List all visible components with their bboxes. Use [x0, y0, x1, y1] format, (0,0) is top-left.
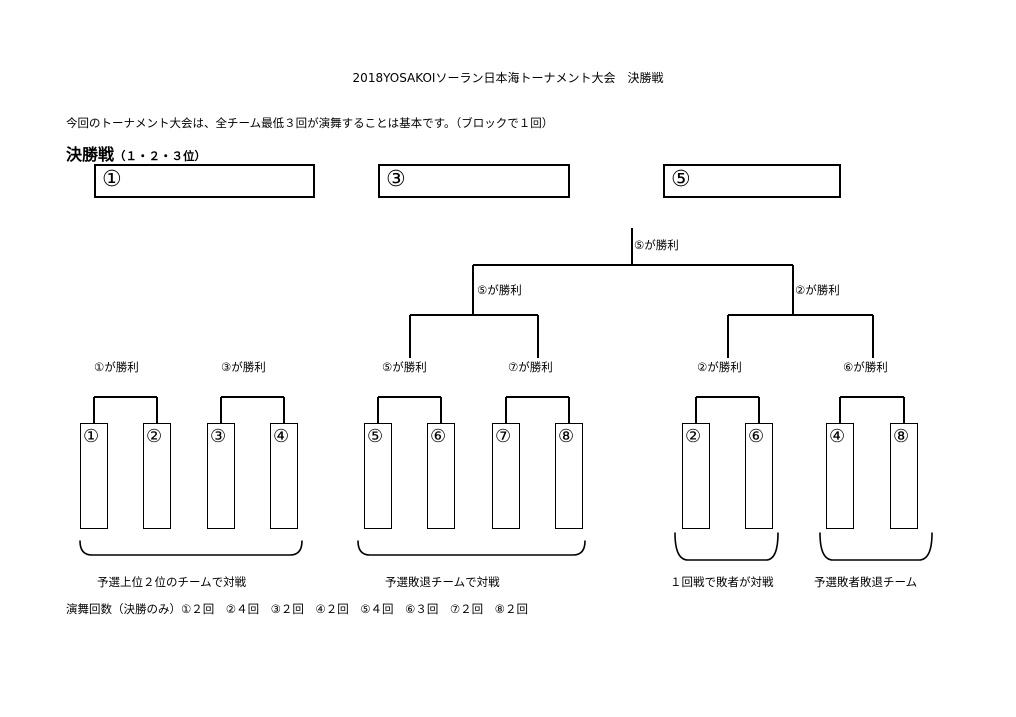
- final-label: 決勝戦: [66, 145, 115, 164]
- rank-box-second: ③: [378, 164, 570, 198]
- team-box: ③: [207, 423, 235, 529]
- page-title: 2018YOSAKOIソーラン日本海トーナメント大会 決勝戦: [352, 71, 664, 85]
- winner-label-semi-right: ②が勝利: [795, 283, 840, 297]
- rank-box-label: ①: [102, 167, 122, 192]
- performance-counts: 演舞回数（決勝のみ）①２回 ②４回 ③２回 ④２回 ⑤４回 ⑥３回 ⑦２回 ⑧２…: [66, 602, 528, 616]
- team-box: ⑦: [492, 423, 520, 529]
- team-box: ⑥: [427, 423, 455, 529]
- winner-label-final: ⑤が勝利: [634, 238, 679, 252]
- team-box: ①: [80, 423, 108, 529]
- team-box: ⑧: [890, 423, 918, 529]
- winner-label-match-4: ⑦が勝利: [508, 360, 553, 374]
- group-label-eliminated: 予選敗者敗退チーム: [814, 575, 918, 589]
- team-box: ⑧: [555, 423, 583, 529]
- group-brace: [79, 540, 303, 556]
- winner-label-match-3: ⑤が勝利: [382, 360, 427, 374]
- team-number: ⑥: [748, 426, 765, 447]
- team-box: ②: [682, 423, 710, 529]
- team-number: ④: [273, 426, 290, 447]
- team-number: ⑧: [558, 426, 575, 447]
- rank-box-first: ①: [94, 164, 315, 198]
- rank-box-third: ⑤: [663, 164, 841, 198]
- team-box: ⑥: [745, 423, 773, 529]
- group-brace: [819, 532, 933, 561]
- team-number: ③: [210, 426, 227, 447]
- group-label-qualifier-top: 予選上位２位のチームで対戦: [97, 575, 247, 589]
- rank-box-label: ⑤: [671, 167, 691, 192]
- team-number: ⑧: [893, 426, 910, 447]
- winner-label-semi-left: ⑤が勝利: [477, 283, 522, 297]
- team-number: ④: [829, 426, 846, 447]
- team-number: ⑥: [430, 426, 447, 447]
- group-label-qualifier-out: 予選敗退チームで対戦: [385, 575, 500, 589]
- winner-label-match-2: ③が勝利: [221, 360, 266, 374]
- group-label-round1-losers: １回戦で敗者が対戦: [670, 575, 774, 589]
- team-number: ②: [685, 426, 702, 447]
- final-heading: 決勝戦（１・２・３位）: [66, 147, 206, 163]
- team-number: ⑤: [367, 426, 384, 447]
- group-brace: [357, 540, 586, 556]
- team-number: ⑦: [495, 426, 512, 447]
- rank-box-label: ③: [386, 167, 406, 192]
- team-box: ④: [826, 423, 854, 529]
- group-brace: [674, 532, 779, 561]
- tournament-note: 今回のトーナメント大会は、全チーム最低３回が演舞することは基本です。（ブロックで…: [66, 116, 554, 130]
- team-box: ④: [270, 423, 298, 529]
- winner-label-match-1: ①が勝利: [94, 360, 139, 374]
- team-box: ⑤: [364, 423, 392, 529]
- final-subtitle: （１・２・３位）: [114, 149, 207, 163]
- winner-label-match-5: ②が勝利: [697, 360, 742, 374]
- team-number: ①: [83, 426, 100, 447]
- winner-label-match-6: ⑥が勝利: [843, 360, 888, 374]
- team-number: ②: [146, 426, 163, 447]
- team-box: ②: [143, 423, 171, 529]
